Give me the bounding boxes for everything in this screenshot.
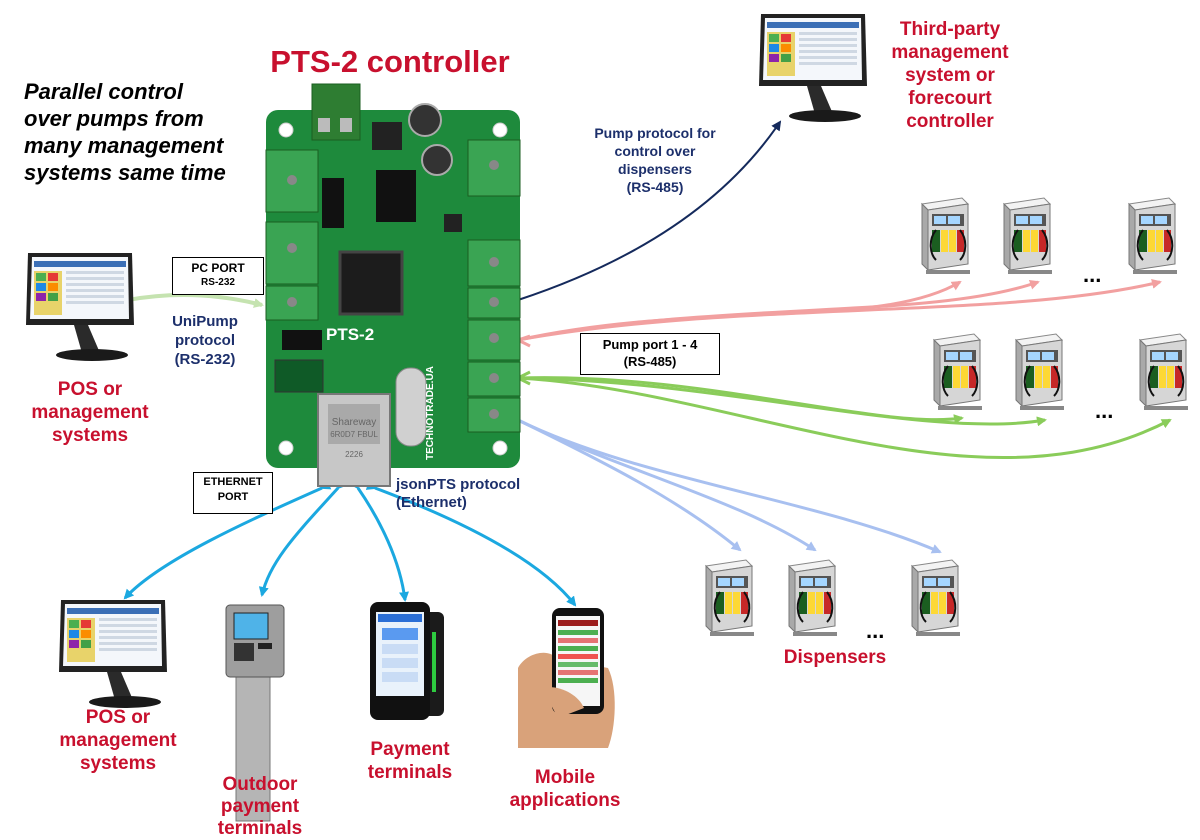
outdoor-terminals-label: Outdoor payment terminals	[217, 774, 303, 839]
mobile-apps-label: Mobile applications	[509, 767, 621, 811]
unipump-protocol-label: UniPump protocol (RS-232)	[172, 313, 238, 368]
board-side-text: TECHNOTRADE.UA	[425, 366, 436, 460]
fuel-dispenser-icon	[705, 559, 755, 637]
ellipsis-middle-row: ...	[1095, 398, 1114, 423]
jack-label-1: Shareway	[332, 417, 376, 428]
fuel-dispenser-icon	[1015, 333, 1065, 411]
fuel-dispenser-icon	[788, 559, 838, 637]
eth-link-outdoor	[258, 478, 348, 597]
fuel-dispenser-icon	[911, 559, 961, 637]
fuel-dispenser-icon	[921, 197, 971, 275]
eth-link-mobile	[365, 480, 577, 607]
third-party-label: Third-party management system or forecou…	[891, 19, 1009, 132]
fuel-dispenser-icon	[933, 333, 983, 411]
monitor-icon	[759, 14, 867, 122]
tagline: Parallel control over pumps from many ma…	[24, 79, 226, 185]
jack-label-3: 2226	[345, 450, 363, 459]
payment-kiosk-icon	[225, 604, 285, 822]
ethernet-port-label: ETHERNET PORT	[193, 472, 273, 514]
pump-port-label: Pump port 1 - 4 (RS-485)	[580, 333, 720, 375]
ellipsis-bottom-row: ...	[866, 618, 885, 643]
jsonpts-protocol-label: jsonPTS protocol (Ethernet)	[396, 476, 521, 511]
pts2-controller-board	[265, 83, 521, 487]
fuel-dispenser-icon	[1139, 333, 1189, 411]
pink-link-3	[517, 278, 1162, 342]
fuel-dispenser-icon	[1003, 197, 1053, 275]
monitor-icon	[26, 253, 134, 361]
pos-left-label: POS or management systems	[31, 379, 149, 446]
monitor-icon	[59, 600, 167, 708]
pos-bottom-label: POS or management systems	[59, 707, 177, 774]
smartphone-icon	[518, 608, 615, 748]
pink-link-2	[517, 279, 1040, 342]
pump-protocol-label: Pump protocol for control over dispenser…	[594, 125, 716, 195]
payment-terminals-label: Payment terminals	[367, 739, 453, 783]
lblue-link-3	[517, 418, 942, 554]
unipump-link	[119, 293, 264, 308]
lblue-link-1	[517, 418, 742, 552]
dispensers-label: Dispensers	[783, 647, 887, 668]
ellipsis-top-row: ...	[1083, 262, 1102, 287]
fuel-dispenser-icon	[1128, 197, 1178, 275]
jack-label-2: 6R0D7 FBUL	[330, 430, 378, 439]
third-party-link	[508, 120, 782, 308]
green-link-2	[517, 376, 1047, 427]
board-label: PTS-2	[326, 325, 374, 344]
page-title: PTS-2 controller	[270, 44, 510, 79]
pc-port-label: PC PORT RS-232	[172, 257, 264, 295]
green-link-3	[517, 376, 1172, 459]
card-terminal-icon	[370, 602, 444, 720]
